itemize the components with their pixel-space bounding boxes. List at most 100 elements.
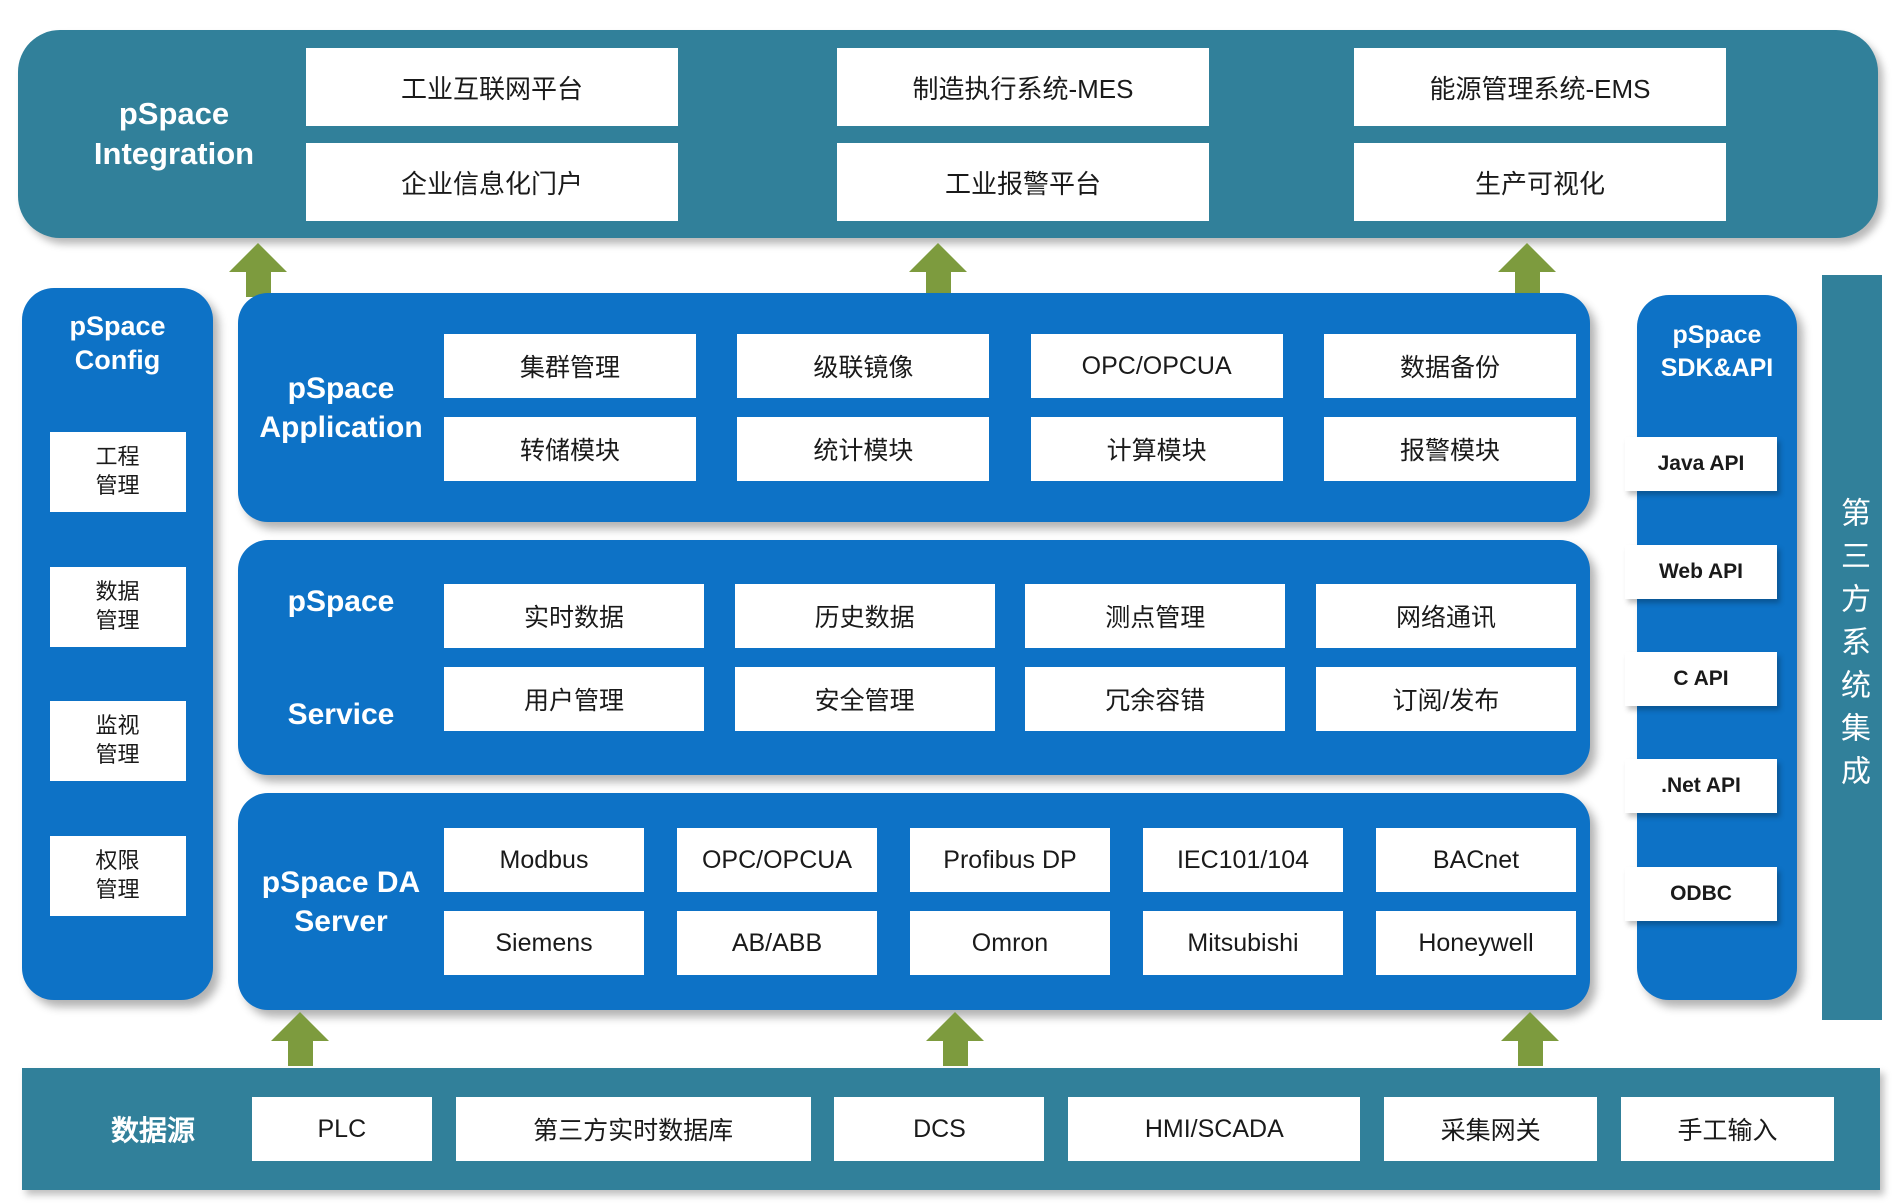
app-module-box: 数据备份 — [1323, 334, 1576, 398]
datasource-box: 第三方实时数据库 — [455, 1097, 811, 1161]
service-row: 用户管理 安全管理 冗余容错 订阅/发布 — [444, 667, 1576, 731]
config-title: pSpace Config — [69, 311, 166, 375]
integration-box: 制造执行系统-MES — [837, 48, 1209, 126]
integration-box: 工业报警平台 — [837, 143, 1209, 221]
config-box: 数据 管理 — [49, 566, 186, 647]
da-server-row: Siemens AB/ABB Omron Mitsubishi Honeywel… — [444, 911, 1576, 975]
up-arrow — [1498, 243, 1556, 297]
config-box-line: 管理 — [95, 607, 140, 633]
config-box-line: 监视 — [95, 713, 140, 739]
config-box: 工程 管理 — [49, 432, 186, 512]
da-protocol-box: Omron — [910, 911, 1110, 975]
arrow-head — [271, 1012, 329, 1041]
config-box-line: 权限 — [95, 847, 140, 873]
service-module-box: 测点管理 — [1025, 584, 1286, 648]
config-box-line: 管理 — [95, 742, 140, 767]
service-block: pSpace Service 实时数据 历史数据 测点管理 网络通讯 用户管理 … — [238, 540, 1590, 775]
service-module-box: 安全管理 — [734, 667, 995, 731]
arrow-head — [909, 243, 967, 272]
integration-column-1: 工业互联网平台 企业信息化门户 — [306, 48, 678, 221]
integration-box: 工业互联网平台 — [306, 48, 678, 126]
app-module-box: 报警模块 — [1323, 417, 1576, 481]
sdk-title: pSpace SDK&API — [1660, 321, 1774, 382]
service-row: 实时数据 历史数据 测点管理 网络通讯 — [444, 584, 1576, 648]
config-box: 权限 管理 — [49, 835, 186, 916]
arrow-stem — [942, 1041, 968, 1066]
arrow-head — [229, 243, 287, 272]
config-box: 监视 管理 — [49, 701, 186, 781]
service-grid: 实时数据 历史数据 测点管理 网络通讯 用户管理 安全管理 冗余容错 订阅/发布 — [444, 584, 1590, 731]
service-title: pSpace Service — [238, 582, 444, 734]
datasource-box: 手工输入 — [1620, 1097, 1834, 1161]
application-block: pSpace Application 集群管理 级联镜像 OPC/OPCUA 数… — [238, 293, 1590, 522]
config-items: 工程 管理 数据 管理 监视 管理 权限 管理 — [22, 378, 213, 971]
config-box-line: 工程 — [95, 444, 140, 470]
config-column: pSpace Config 工程 管理 数据 管理 监视 管理 权限 管理 — [22, 288, 213, 1000]
da-protocol-box: Honeywell — [1376, 911, 1576, 975]
da-server-block: pSpace DA Server Modbus OPC/OPCUA Profib… — [238, 793, 1590, 1010]
sdk-api-box: ODBC — [1625, 866, 1777, 921]
sdk-api-box: Web API — [1625, 544, 1777, 599]
service-module-box: 历史数据 — [734, 584, 995, 648]
da-server-title: pSpace DA Server — [261, 865, 421, 938]
integration-box: 能源管理系统-EMS — [1354, 48, 1726, 126]
up-arrow — [909, 243, 967, 297]
arrow-stem — [1514, 272, 1540, 297]
datasource-box: HMI/SCADA — [1068, 1097, 1361, 1161]
arrow-head — [1498, 243, 1556, 272]
da-protocol-box: IEC101/104 — [1143, 828, 1343, 892]
da-protocol-box: OPC/OPCUA — [677, 828, 877, 892]
datasource-band: 数据源 PLC 第三方实时数据库 DCS HMI/SCADA 采集网关 手工输入 — [22, 1068, 1880, 1190]
da-protocol-box: Siemens — [444, 911, 644, 975]
arrow-head — [926, 1012, 984, 1041]
integration-column-2: 制造执行系统-MES 工业报警平台 — [837, 48, 1209, 221]
datasource-title: 数据源 — [110, 1115, 195, 1146]
da-protocol-box: AB/ABB — [677, 911, 877, 975]
application-title: pSpace Application — [259, 371, 423, 444]
up-arrow — [1501, 1012, 1559, 1066]
sdk-api-box: C API — [1625, 651, 1777, 706]
third-party-strip-label: 第三方系统集成 — [1836, 497, 1869, 798]
service-module-box: 订阅/发布 — [1315, 667, 1576, 731]
service-title-line1: pSpace — [287, 584, 395, 618]
application-row: 集群管理 级联镜像 OPC/OPCUA 数据备份 — [444, 334, 1576, 398]
service-module-box: 网络通讯 — [1315, 584, 1576, 648]
da-server-grid: Modbus OPC/OPCUA Profibus DP IEC101/104 … — [444, 828, 1590, 975]
up-arrow — [229, 243, 287, 297]
service-title-line2: Service — [287, 697, 395, 731]
arrow-stem — [287, 1041, 313, 1066]
da-protocol-box: BACnet — [1376, 828, 1576, 892]
app-module-box: 级联镜像 — [737, 334, 990, 398]
arrow-stem — [1517, 1041, 1543, 1066]
sdk-api-box: .Net API — [1625, 759, 1777, 814]
integration-title: pSpace Integration — [93, 95, 255, 171]
integration-column-3: 能源管理系统-EMS 生产可视化 — [1354, 48, 1726, 221]
datasource-box: PLC — [251, 1097, 432, 1161]
arrow-stem — [245, 272, 271, 297]
sdk-column: pSpace SDK&API Java API Web API C API .N… — [1625, 295, 1797, 1000]
config-box-line: 数据 — [95, 578, 140, 604]
integration-box: 生产可视化 — [1354, 143, 1726, 221]
app-module-box: 转储模块 — [444, 417, 696, 481]
integration-band: pSpace Integration 工业互联网平台 企业信息化门户 制造执行系… — [18, 30, 1878, 238]
da-protocol-box: Mitsubishi — [1143, 911, 1343, 975]
app-module-box: 统计模块 — [737, 417, 990, 481]
arrow-head — [1501, 1012, 1559, 1041]
config-box-line: 管理 — [95, 876, 140, 902]
arrow-stem — [925, 272, 951, 297]
datasource-box: DCS — [834, 1097, 1045, 1161]
service-module-box: 冗余容错 — [1025, 667, 1286, 731]
sdk-api-box: Java API — [1625, 437, 1777, 492]
app-module-box: OPC/OPCUA — [1030, 334, 1283, 398]
service-module-box: 实时数据 — [444, 584, 704, 648]
sdk-items: Java API Web API C API .Net API ODBC — [1625, 384, 1797, 974]
app-module-box: 集群管理 — [444, 334, 696, 398]
application-grid: 集群管理 级联镜像 OPC/OPCUA 数据备份 转储模块 统计模块 计算模块 … — [444, 334, 1590, 481]
up-arrow — [926, 1012, 984, 1066]
up-arrow — [271, 1012, 329, 1066]
da-protocol-box: Modbus — [444, 828, 644, 892]
da-protocol-box: Profibus DP — [910, 828, 1110, 892]
third-party-strip: 第三方系统集成 — [1822, 275, 1882, 1020]
integration-box: 企业信息化门户 — [306, 143, 678, 221]
